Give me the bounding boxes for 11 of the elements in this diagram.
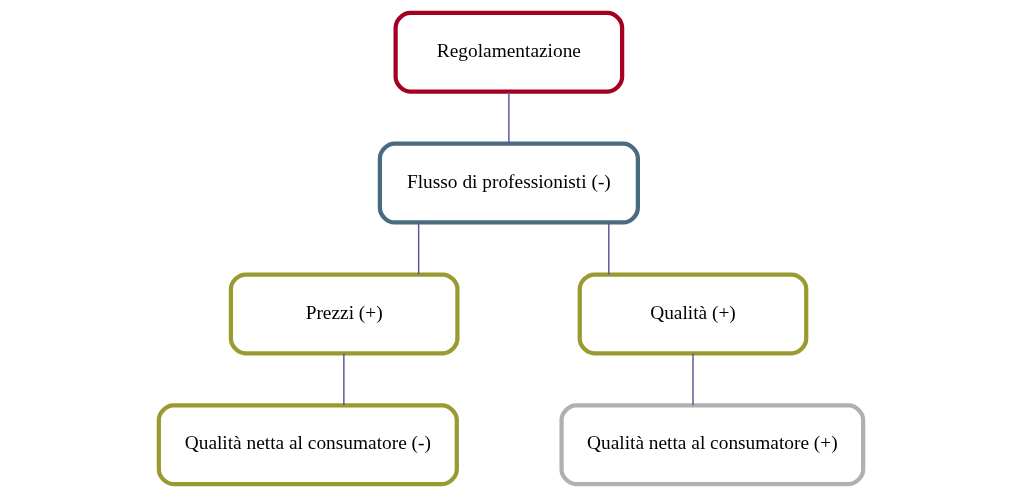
node-box: Regolamentazione — [393, 10, 624, 94]
node-box: Prezzi (+) — [228, 272, 459, 356]
node-box: Flusso di professionisti (-) — [377, 141, 640, 225]
connector — [417, 221, 419, 276]
connector — [342, 352, 345, 406]
node-box: Qualità netta al consumatore (-) — [156, 403, 459, 487]
connector — [607, 221, 610, 276]
connector — [691, 352, 694, 406]
connector — [507, 91, 510, 145]
node-box: Qualità netta al consumatore (+) — [558, 403, 865, 487]
node-box: Qualità (+) — [577, 272, 808, 356]
